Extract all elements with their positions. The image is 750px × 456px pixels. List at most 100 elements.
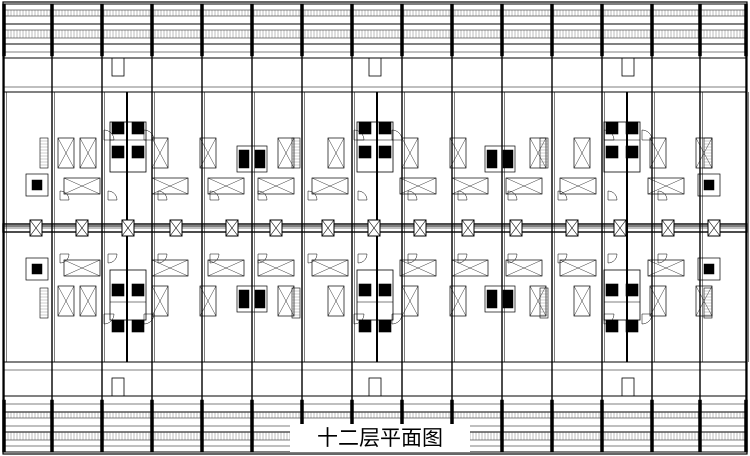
core-block (111, 319, 125, 333)
facade-post (400, 3, 404, 57)
door-swing (103, 129, 115, 141)
door-swing (257, 190, 268, 201)
door-swing (143, 129, 155, 141)
column-cross (707, 219, 721, 237)
door-swing (603, 129, 615, 141)
fixture-box (327, 285, 345, 317)
end-core-frame (697, 257, 721, 281)
fixture-box (401, 285, 419, 317)
core-block (605, 145, 619, 159)
core-block (111, 121, 125, 135)
fixture-cross (327, 137, 345, 169)
door-swing (307, 190, 318, 201)
small-core-frame (236, 145, 268, 173)
counter-cross (311, 177, 349, 195)
small-core (254, 289, 266, 309)
kitchen-counter (505, 259, 543, 277)
door-swing (603, 313, 615, 325)
core-block (131, 121, 145, 135)
door-swing (507, 190, 518, 201)
fixture-box (79, 285, 97, 317)
column-cross (509, 219, 523, 237)
core-block (378, 283, 392, 297)
fixture-box (449, 285, 467, 317)
bathroom-fixtures (39, 137, 713, 319)
small-core (486, 289, 498, 309)
core-block (131, 145, 145, 159)
shaft-box (111, 377, 125, 397)
column-cross (367, 219, 381, 237)
fixture-cross (401, 285, 419, 317)
fixture-cross (401, 137, 419, 169)
small-core (254, 149, 266, 169)
door-swing (657, 253, 668, 264)
counter-cross (451, 259, 489, 277)
fixture-cross (199, 285, 217, 317)
column-cross (413, 219, 427, 237)
fixture-box (151, 285, 169, 317)
end-core-frame (697, 173, 721, 197)
door-swing (357, 190, 368, 201)
fixture-cross (57, 137, 75, 169)
door-swing (307, 253, 318, 264)
facade-post (500, 3, 504, 57)
fixture-box (649, 137, 667, 169)
counter-cross (257, 177, 295, 195)
facade-post (550, 3, 554, 57)
small-core (502, 289, 514, 309)
counter-cross (399, 177, 437, 195)
facade-post (550, 399, 554, 453)
counter-cross (505, 259, 543, 277)
door-swing (557, 190, 568, 201)
core-block (358, 283, 372, 297)
kitchen-counter (559, 177, 597, 195)
fixture-cross (449, 137, 467, 169)
door-swing (353, 129, 365, 141)
column-cross (461, 219, 475, 237)
small-core-frame (484, 145, 516, 173)
facade-post (600, 3, 604, 57)
facade-post (200, 3, 204, 57)
fixture-cross (649, 137, 667, 169)
core-block (378, 121, 392, 135)
shaft-box (621, 377, 635, 397)
kitchen-counter (207, 177, 245, 195)
counter-cross (399, 259, 437, 277)
counter-cross (207, 259, 245, 277)
column-cross (169, 219, 183, 237)
core-block (378, 319, 392, 333)
door-swing (407, 253, 418, 264)
end-core-frame (25, 257, 49, 281)
core-frame (109, 121, 147, 173)
core-block (131, 283, 145, 297)
kitchen-counter (559, 259, 597, 277)
counter-cross (559, 177, 597, 195)
kitchen-counter (451, 259, 489, 277)
top-facade-band (2, 3, 748, 57)
kitchen-counter (151, 259, 189, 277)
core-block (605, 121, 619, 135)
kitchen-counter (311, 177, 349, 195)
column-cross (75, 219, 89, 237)
kitchen-counter (399, 259, 437, 277)
end-core-frame (25, 173, 49, 197)
facade-post (50, 3, 54, 57)
facade-post (300, 3, 304, 57)
door-swing (357, 253, 368, 264)
core-block (111, 145, 125, 159)
core-frame (109, 269, 147, 321)
small-core (238, 289, 250, 309)
fixture-cross (277, 285, 295, 317)
fixture-cross (151, 137, 169, 169)
core-block (358, 319, 372, 333)
fixture-cross (79, 137, 97, 169)
door-swing (59, 253, 70, 264)
fixture-box (649, 285, 667, 317)
kitchen-counter (257, 259, 295, 277)
core-frame (603, 121, 641, 173)
core-block (358, 121, 372, 135)
end-core (31, 263, 43, 275)
fixture-box (199, 137, 217, 169)
door-swings (59, 129, 668, 325)
fixture-cross (277, 137, 295, 169)
